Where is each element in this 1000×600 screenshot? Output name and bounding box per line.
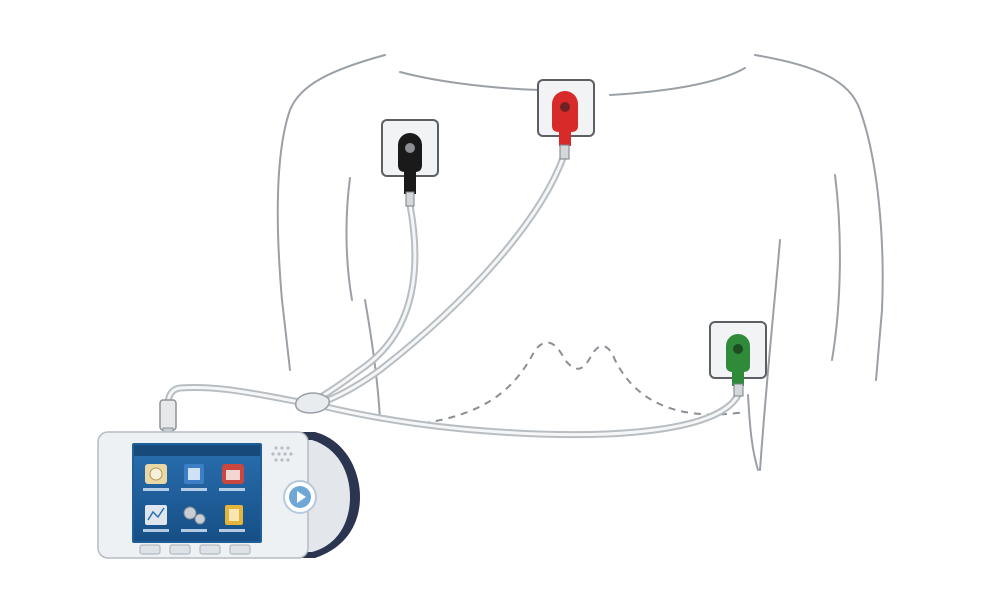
neckline [399,67,746,96]
ecg-record-icon[interactable] [145,464,167,484]
right-arm-inner-line [831,174,841,361]
device-button-2[interactable] [169,544,191,555]
left-leg-electrode [709,321,767,397]
files-icon[interactable] [184,464,204,484]
left-arm-inner-line [345,177,353,301]
right-flank-line [759,239,781,471]
right-shoulder-line [754,54,884,381]
right-arm-electrode [381,119,439,207]
left-shoulder-line [276,54,386,371]
chart-icon[interactable] [145,505,167,525]
lead-cables [164,154,742,439]
speaker-grille [271,446,293,462]
device-button-4[interactable] [229,544,251,555]
ecg-monitor-device [97,431,360,559]
ribcage-dashed-line [409,341,746,426]
screen-title-bar [134,445,260,456]
screen-menu [143,464,245,532]
start-button[interactable] [283,480,317,514]
settings-icon[interactable] [183,506,206,525]
play-icon [297,491,306,503]
battery-icon[interactable] [225,505,243,525]
right-lower-line [747,394,759,471]
torso-outline [276,54,884,471]
device-button-3[interactable] [199,544,221,555]
device-button-1[interactable] [139,544,161,555]
device-buttons [139,544,251,555]
left-arm-electrode [537,79,595,160]
calendar-icon[interactable] [222,464,244,484]
cable-splitter [294,392,330,414]
